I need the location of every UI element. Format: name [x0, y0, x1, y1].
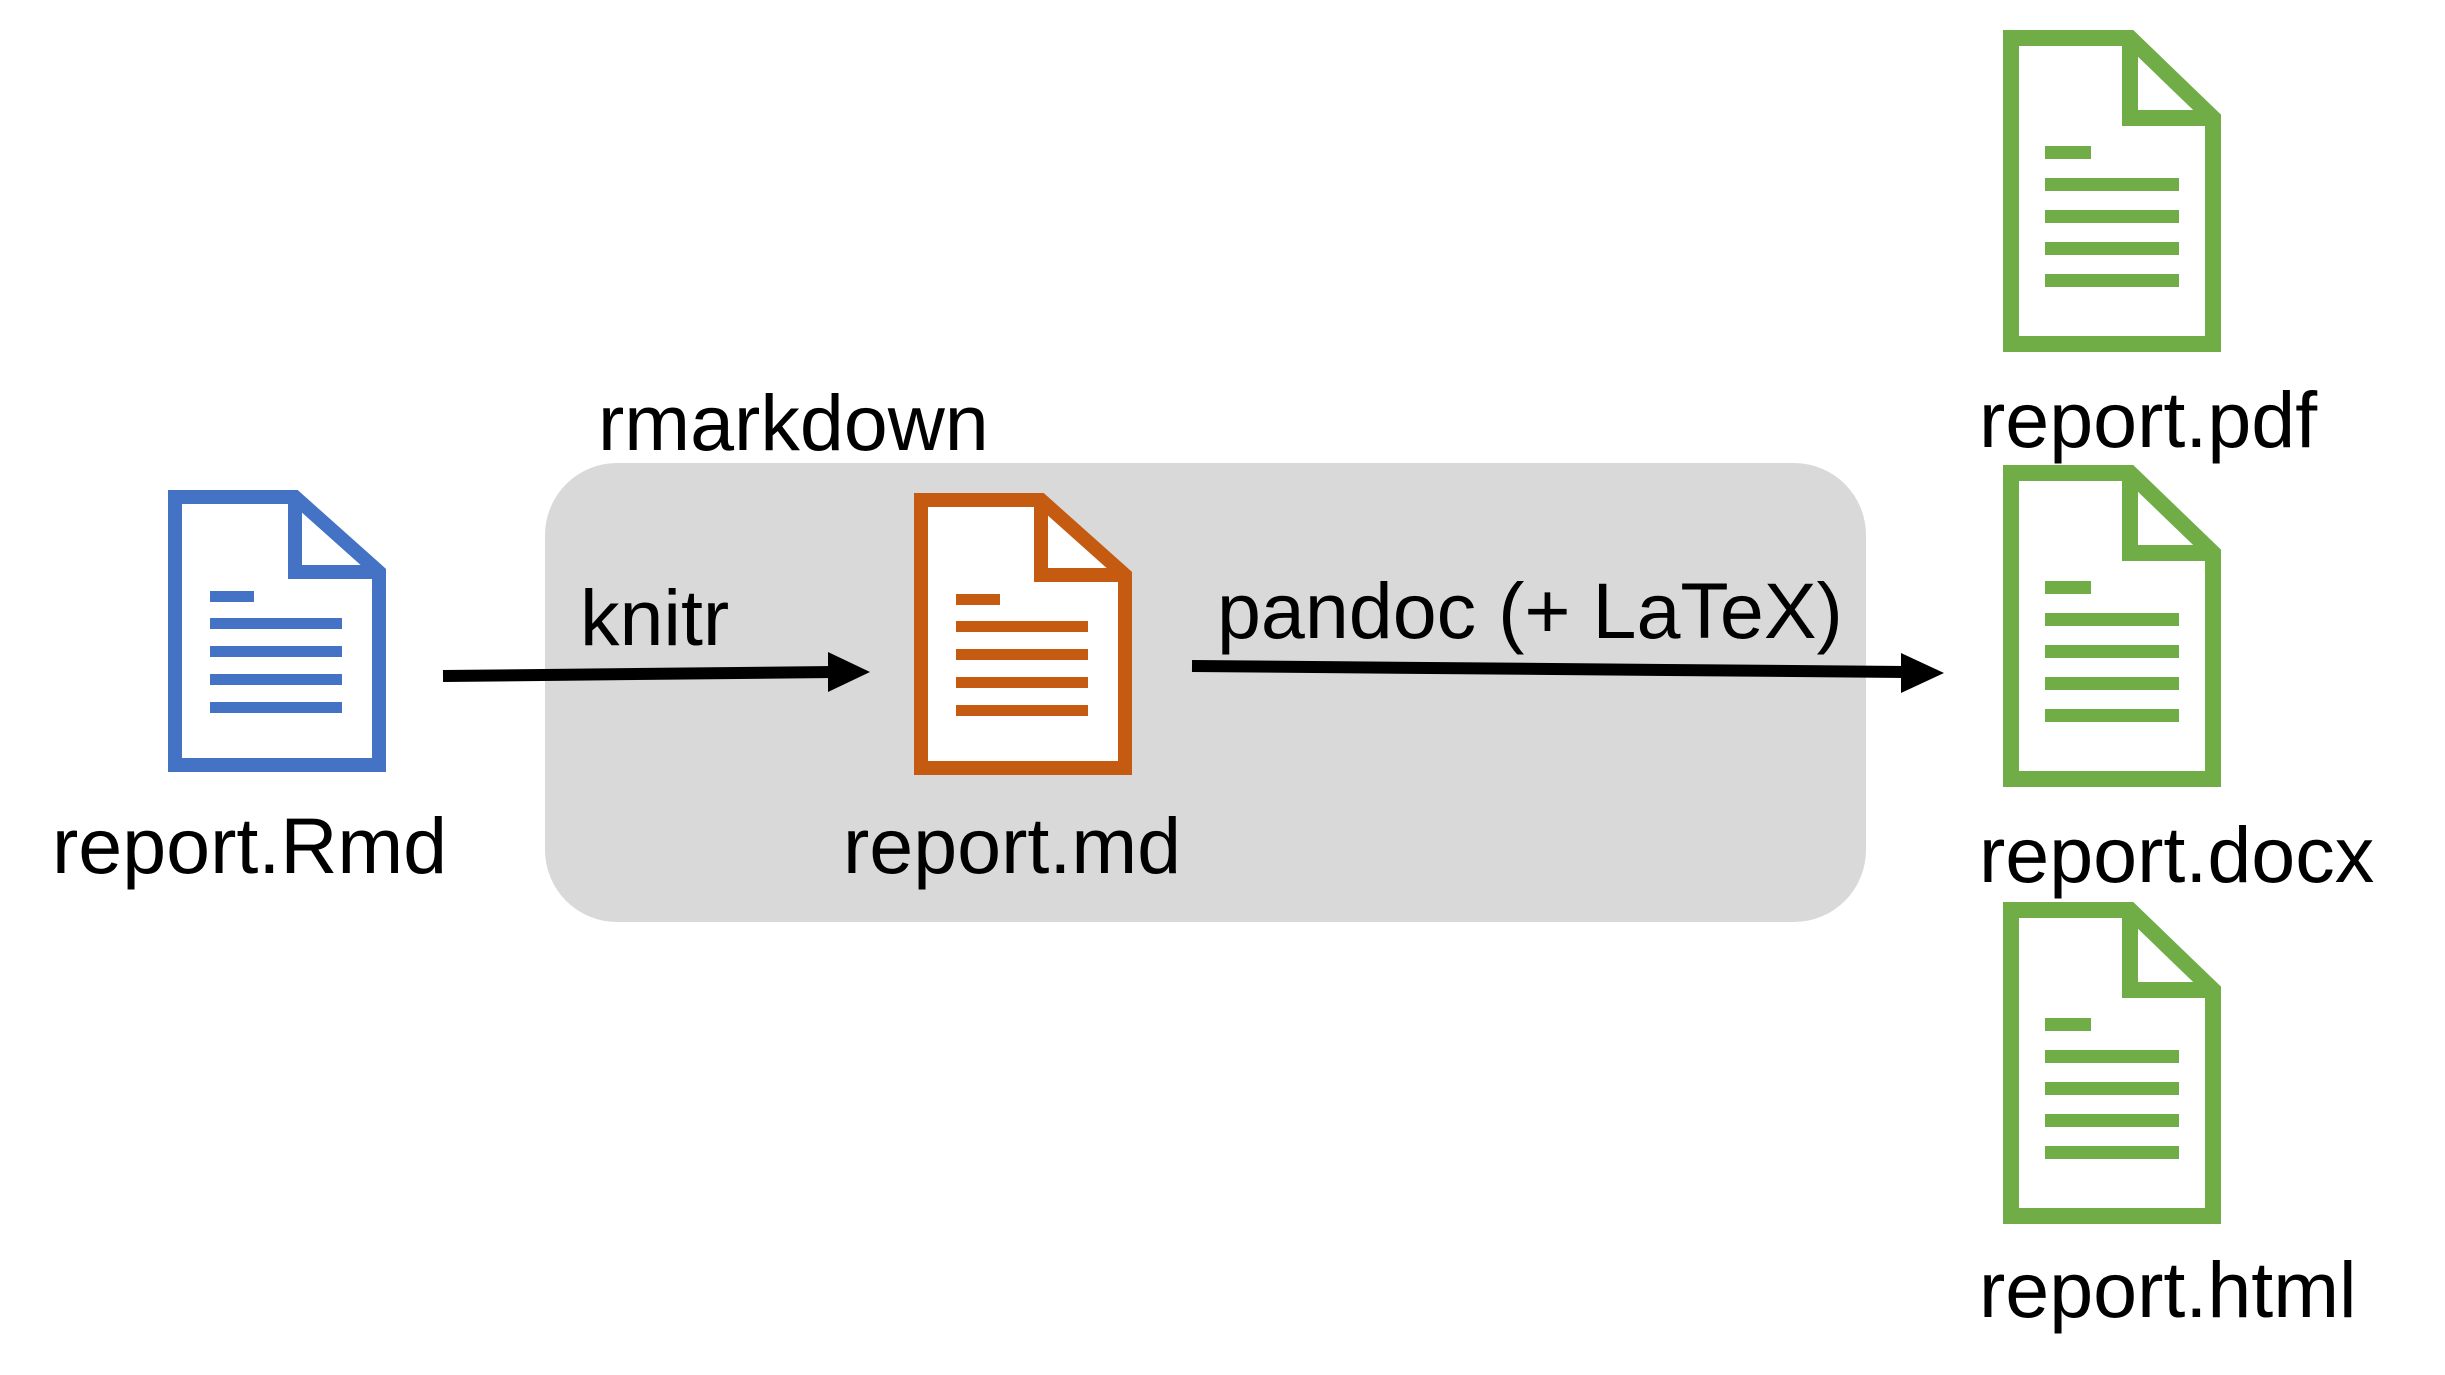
md-file-label: report.md — [843, 801, 1182, 890]
pdf-file-label: report.pdf — [1979, 375, 2318, 464]
docx-file-label: report.docx — [1979, 810, 2375, 899]
rmd-file-label: report.Rmd — [52, 801, 448, 890]
rmarkdown-group-box — [545, 463, 1866, 922]
pandoc-step-label: pandoc (+ LaTeX) — [1217, 566, 1843, 655]
pandoc-arrow — [1191, 653, 1944, 693]
docx-document-icon — [2003, 465, 2221, 787]
md-document-icon — [914, 493, 1132, 775]
rmarkdown-label: rmarkdown — [598, 378, 989, 467]
knitr-arrow — [442, 652, 870, 692]
html-document-icon — [2003, 902, 2221, 1224]
knitr-step-label: knitr — [580, 573, 730, 662]
rmd-document-icon — [168, 490, 386, 772]
pdf-document-icon — [2003, 30, 2221, 352]
html-file-label: report.html — [1979, 1245, 2357, 1334]
